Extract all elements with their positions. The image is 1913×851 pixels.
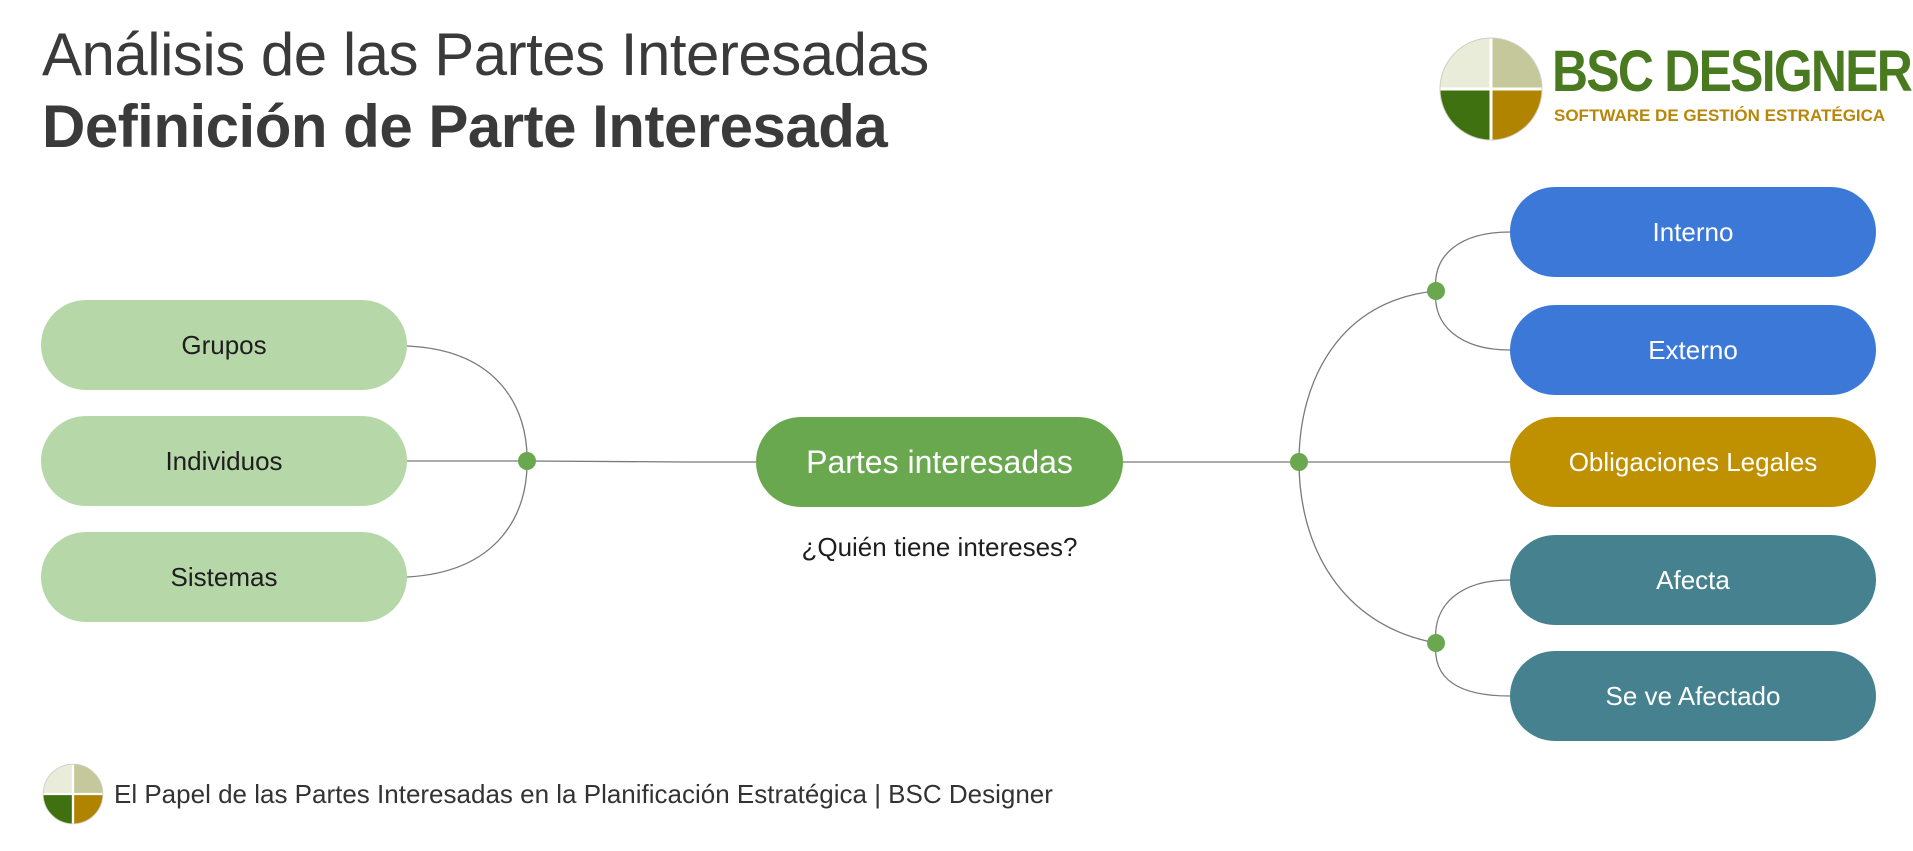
node-obligaciones-legales: Obligaciones Legales [1510,417,1876,507]
connector-se-ve-afectado [1435,642,1511,697]
connector-center-left [526,460,757,463]
connector-interno [1435,231,1511,292]
node-partes-interesadas: Partes interesadas [756,417,1123,507]
quadrant-logo-icon [42,763,104,825]
node-grupos: Grupos [41,300,407,390]
brand-tagline: SOFTWARE DE GESTIÓN ESTRATÉGICA [1554,106,1886,125]
node-se-ve-afectado: Se ve Afectado [1510,651,1876,741]
connector-externo [1435,290,1511,351]
connector-afecta [1435,579,1511,644]
node-afecta: Afecta [1510,535,1876,625]
quadrant-logo-icon [1439,37,1543,141]
footer: El Papel de las Partes Interesadas en la… [42,762,1053,826]
connector-down-branch [1298,461,1437,644]
junction-dot [1427,282,1445,300]
node-sistemas: Sistemas [41,532,407,622]
node-externo: Externo [1510,305,1876,395]
footer-text: El Papel de las Partes Interesadas en la… [114,778,1053,809]
page-title: Análisis de las Partes Interesadas [42,21,929,88]
connector-grupos [406,345,528,462]
junction-dot [1427,634,1445,652]
connector-sistemas [406,460,528,578]
page-subtitle: Definición de Parte Interesada [42,93,888,160]
junction-dot [518,452,536,470]
center-subtitle: ¿Quién tiene intereses? [801,532,1078,562]
brand-logo: BSC DESIGNER SOFTWARE DE GESTIÓN ESTRATÉ… [1438,36,1913,144]
node-interno: Interno [1510,187,1876,277]
node-individuos: Individuos [41,416,407,506]
junction-dot [1290,453,1308,471]
brand-name: BSC DESIGNER [1552,39,1913,104]
connector-up-branch [1298,290,1437,463]
